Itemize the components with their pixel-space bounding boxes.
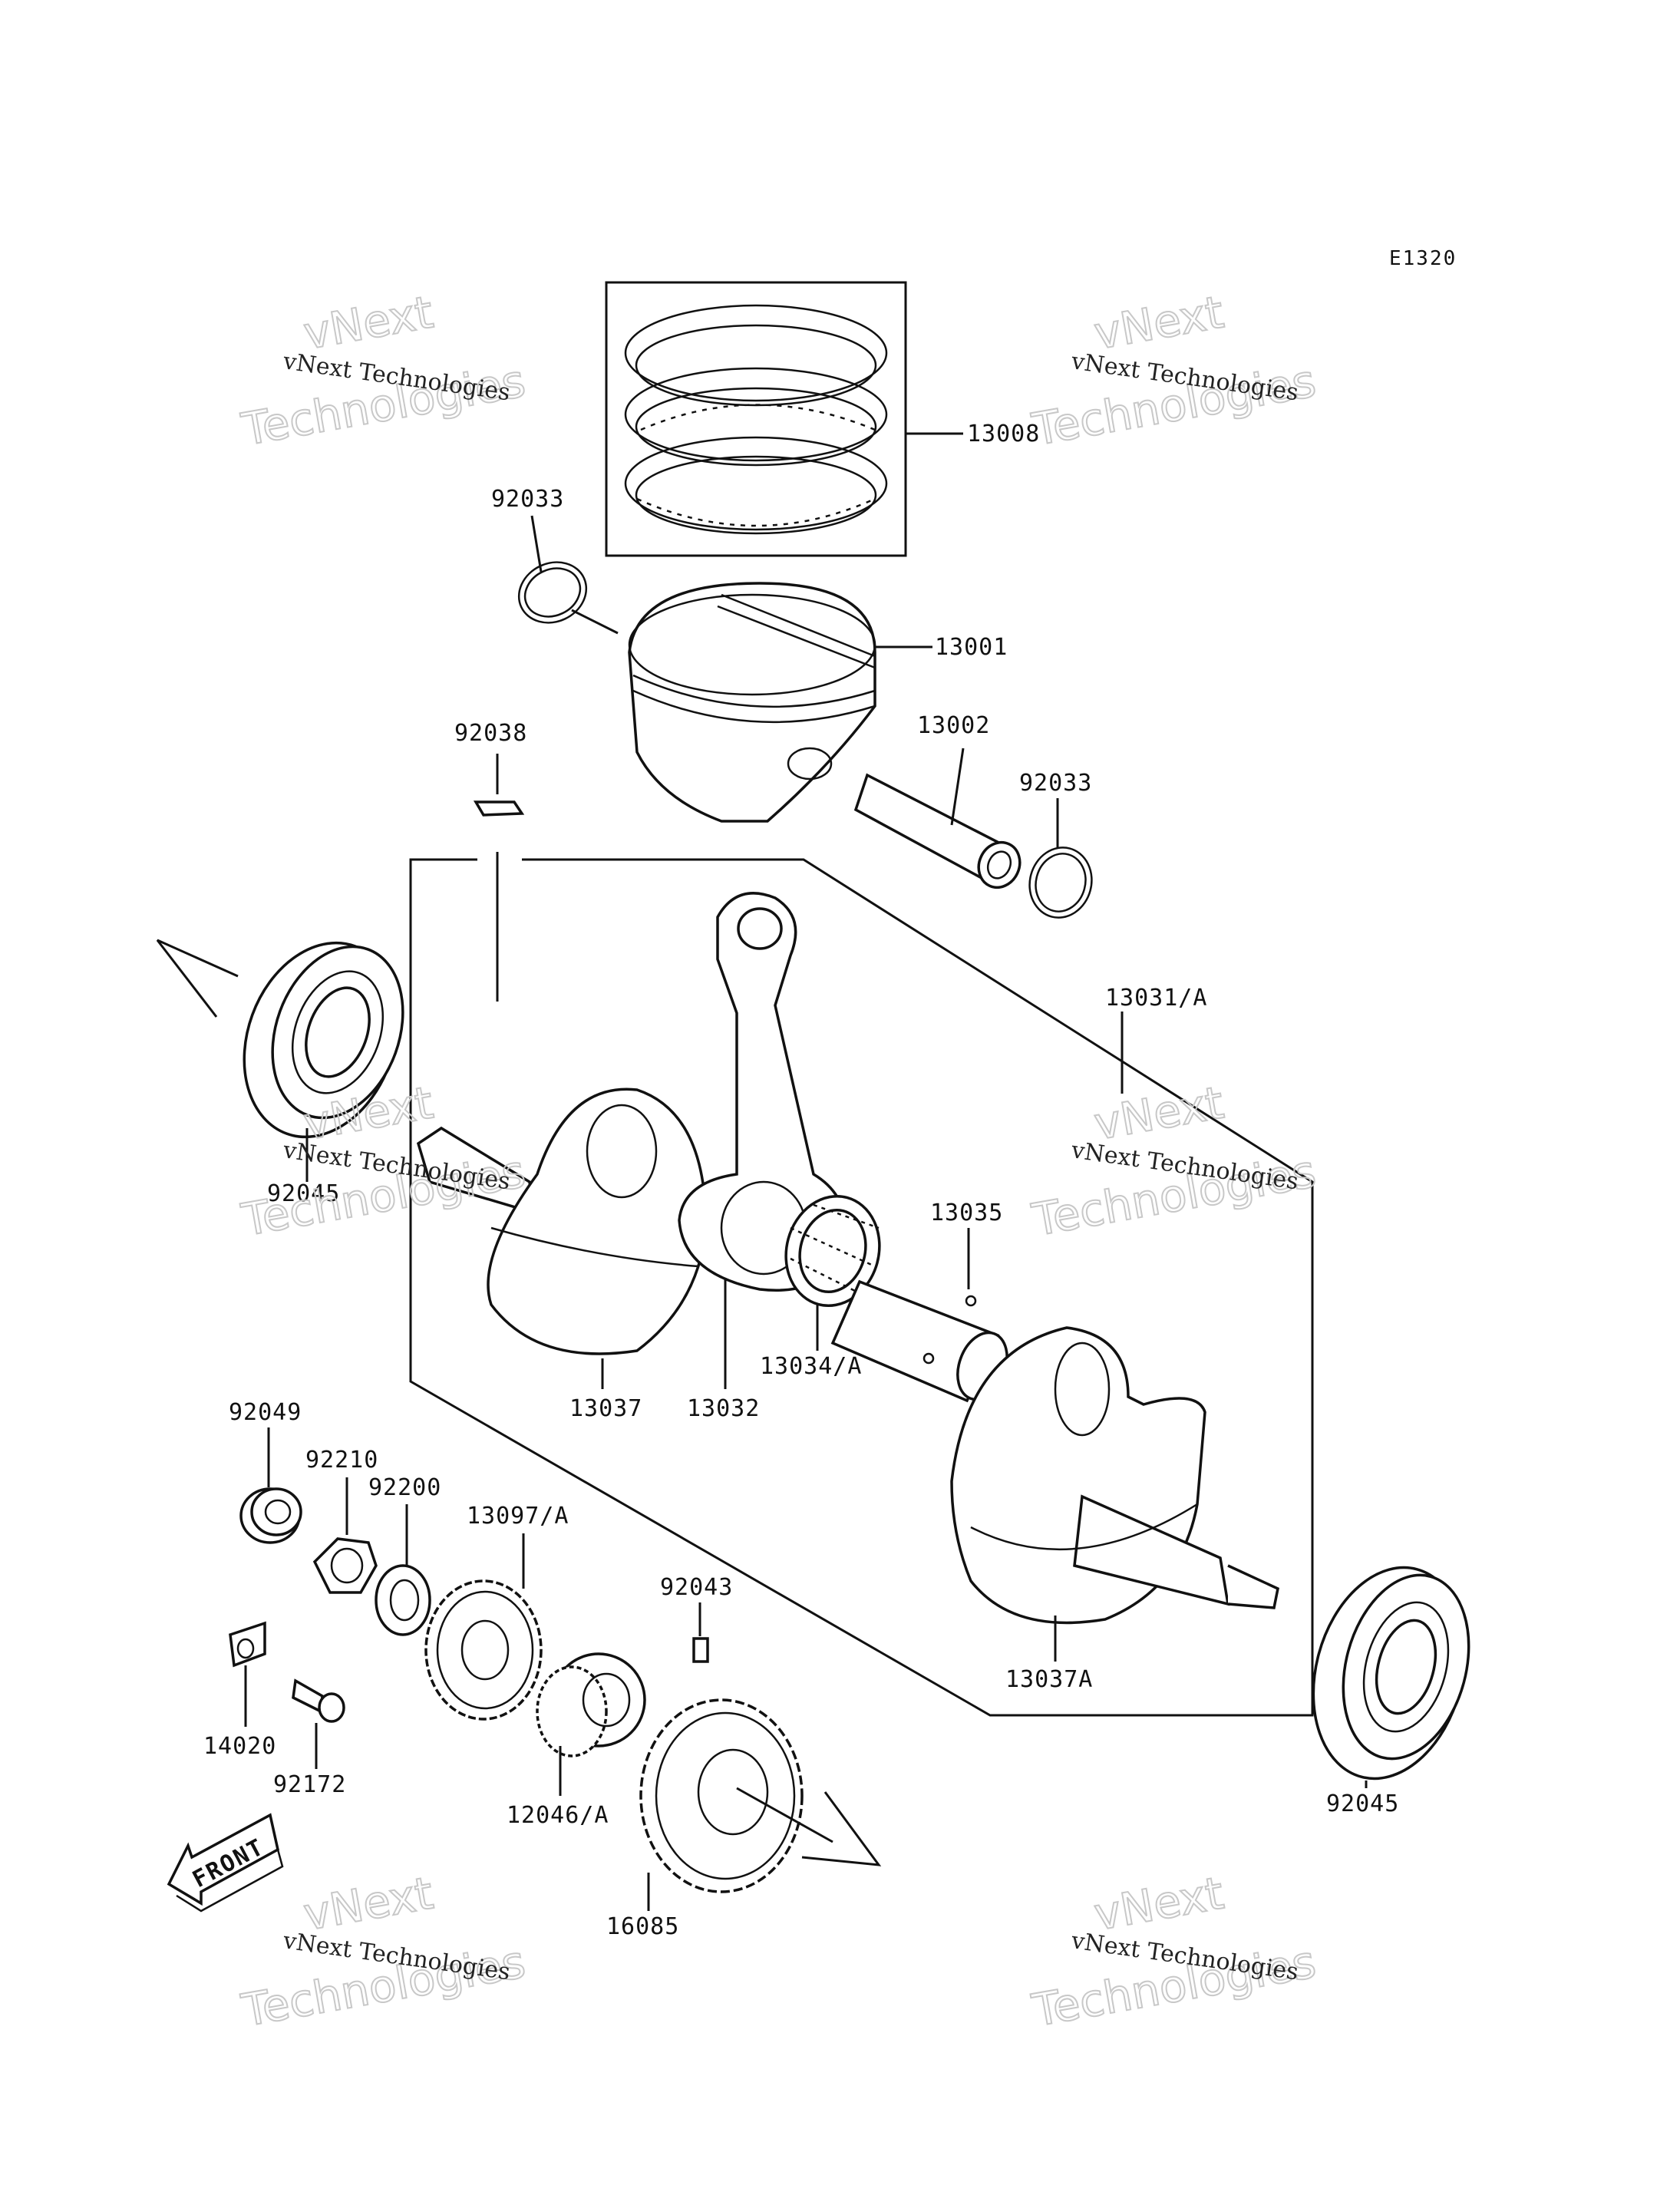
part-label-92038: 92038 [454, 720, 527, 747]
piston-pin-circlip-right [1028, 798, 1093, 919]
main-bearing-left [156, 939, 404, 1182]
watermark-line1: vNext [1091, 1866, 1228, 1940]
washer [375, 1504, 431, 1636]
crankshaft-assembly-outline [409, 858, 1314, 1717]
part-label-13032: 13032 [687, 1395, 760, 1422]
watermark-line1: vNext [1091, 1076, 1228, 1150]
part-label-92045-right: 92045 [1326, 1790, 1399, 1817]
part-label-12046: 12046/A [507, 1802, 609, 1829]
watermark-line1: vNext [300, 1866, 437, 1940]
connecting-rod [678, 892, 847, 1389]
part-label-13031: 13031/A [1105, 985, 1207, 1012]
part-label-92045-left: 92045 [267, 1180, 340, 1207]
watermark-top-left: vNext Technologies vNext Technologies [237, 285, 530, 457]
watermark-top-right: vNext Technologies vNext Technologies [1028, 285, 1321, 457]
main-bearing-right [1312, 1566, 1470, 1788]
part-label-92200: 92200 [368, 1474, 441, 1501]
watermark-bottom-left: vNext Technologies vNext Technologies [237, 1866, 530, 2038]
big-end-needle-bearing [784, 1194, 881, 1351]
screw [292, 1678, 345, 1769]
lock-plate [229, 1621, 266, 1727]
part-label-14020: 14020 [203, 1733, 276, 1760]
front-direction-arrow: FRONT [167, 1813, 284, 1913]
part-label-92172: 92172 [273, 1771, 346, 1798]
part-label-13037: 13037 [569, 1395, 642, 1422]
part-label-92033-top: 92033 [491, 486, 564, 513]
piston-pin-circlip-left [517, 515, 619, 635]
part-label-92033-pin: 92033 [1019, 770, 1092, 797]
woodruff-key [473, 754, 525, 1002]
cam-chain-sprocket [536, 1652, 646, 1796]
piston [628, 582, 932, 823]
watermark-line1: vNext [1091, 285, 1228, 359]
part-label-92049: 92049 [229, 1399, 302, 1426]
part-label-16085: 16085 [606, 1913, 679, 1940]
part-label-13008: 13008 [967, 421, 1040, 447]
watermark-mid-right: vNext Technologies vNext Technologies [1028, 1075, 1321, 1247]
part-label-13034: 13034/A [760, 1353, 862, 1380]
part-label-92210: 92210 [305, 1447, 378, 1474]
part-label-13097: 13097/A [467, 1503, 569, 1530]
part-label-13002: 13002 [917, 712, 990, 739]
crankshaft-gear [424, 1533, 543, 1721]
part-label-13001: 13001 [935, 634, 1008, 661]
watermark-bottom-right: vNext Technologies vNext Technologies [1028, 1866, 1321, 2038]
part-label-13037A: 13037A [1005, 1666, 1093, 1693]
crankshaft-left-half [416, 1087, 708, 1389]
balancer-gear [639, 1698, 882, 1911]
dowel-pin [692, 1602, 709, 1663]
piston-pin [853, 748, 1022, 889]
oil-seal [239, 1427, 302, 1544]
piston-ring-set [605, 281, 963, 557]
part-label-92043: 92043 [660, 1574, 733, 1601]
part-label-13035: 13035 [930, 1200, 1003, 1226]
lock-nut [312, 1477, 378, 1594]
diagram-code: E1320 [1389, 247, 1457, 270]
crankshaft-right-half [950, 1326, 1279, 1662]
watermark-line1: vNext [300, 285, 437, 359]
